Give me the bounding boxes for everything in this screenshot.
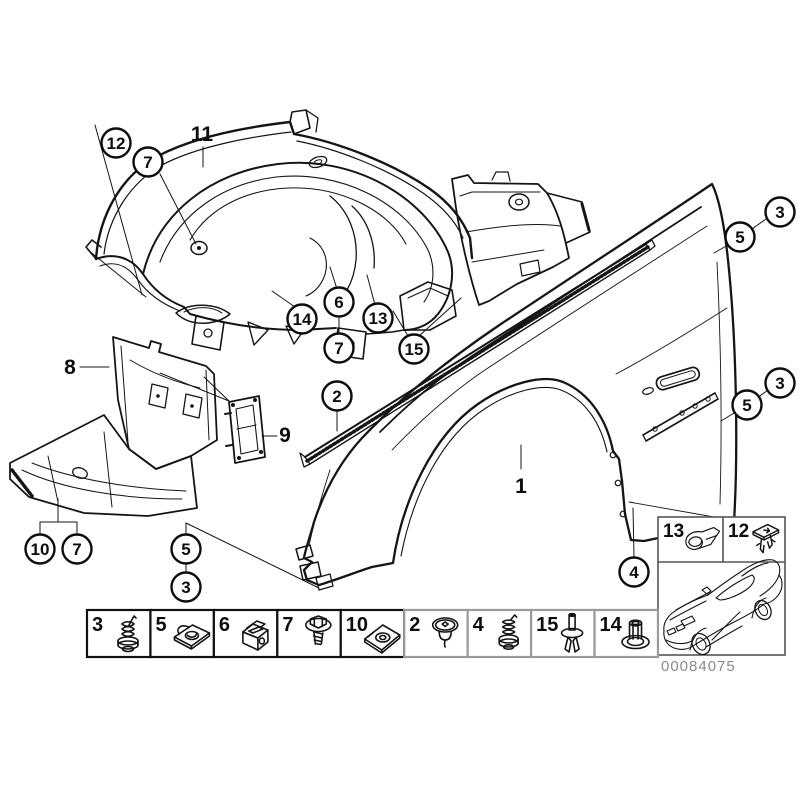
legend-number: 6 xyxy=(219,614,230,636)
legend-cell-4[interactable]: 4 xyxy=(466,608,533,659)
callout-number: 5 xyxy=(742,396,751,415)
callout-number: 9 xyxy=(279,424,291,447)
art-lower-cover xyxy=(9,336,218,517)
callout-7[interactable]: 7 xyxy=(61,533,93,565)
inset-number: 13 xyxy=(663,521,684,542)
image-id-code: 00084075 xyxy=(661,658,736,675)
callout-5[interactable]: 5 xyxy=(731,389,763,421)
callout-number: 10 xyxy=(31,540,50,559)
legend-number: 5 xyxy=(155,614,166,636)
callout-number: 5 xyxy=(735,228,744,247)
legend-cell-10[interactable]: 10 xyxy=(339,608,406,659)
callout-3[interactable]: 3 xyxy=(764,196,796,228)
inset-cell-13[interactable]: 13 xyxy=(663,521,721,551)
callout-2[interactable]: 2 xyxy=(321,380,353,412)
legend-number: 10 xyxy=(346,614,368,636)
callout-number: 3 xyxy=(775,203,784,222)
callout-number: 12 xyxy=(107,134,126,153)
callout-10[interactable]: 10 xyxy=(24,533,56,565)
art-leader-lines xyxy=(39,124,769,589)
art-access-panel xyxy=(224,395,266,464)
callout-number: 6 xyxy=(334,293,343,312)
callout-number: 1 xyxy=(515,475,527,498)
callout-number: 4 xyxy=(629,563,639,582)
callout-13[interactable]: 13 xyxy=(362,302,394,334)
legend-cell-14[interactable]: 14 xyxy=(593,608,660,659)
legend-number: 4 xyxy=(473,614,485,636)
car-thumbnail xyxy=(663,559,783,656)
legend-cell-3[interactable]: 3 xyxy=(85,608,152,659)
callout-7[interactable]: 7 xyxy=(132,146,164,178)
callout-number: 15 xyxy=(405,340,424,359)
callout-number: 8 xyxy=(64,356,76,379)
callout-7[interactable]: 7 xyxy=(323,332,355,364)
callout-number: 14 xyxy=(293,310,312,329)
legend-cell-6[interactable]: 6 xyxy=(212,608,279,659)
legend-number: 7 xyxy=(282,614,293,636)
legend-cell-5[interactable]: 5 xyxy=(149,608,215,659)
inset-number: 12 xyxy=(728,521,749,542)
callout-number: 2 xyxy=(332,387,341,406)
callout-3[interactable]: 3 xyxy=(764,367,796,399)
callout-6[interactable]: 6 xyxy=(323,286,355,318)
callout-number: 5 xyxy=(181,540,190,559)
callout-number: 11 xyxy=(191,123,214,146)
callout-14[interactable]: 14 xyxy=(286,303,318,335)
callout-5[interactable]: 5 xyxy=(170,533,202,565)
callout-number: 7 xyxy=(143,153,152,172)
callout-number: 3 xyxy=(775,374,784,393)
inset-clip-cells: 13 12 xyxy=(663,521,780,554)
art-fender xyxy=(295,182,738,591)
callout-9[interactable]: 9 xyxy=(279,424,291,447)
callout-15[interactable]: 15 xyxy=(398,333,430,365)
callout-number: 7 xyxy=(334,339,343,358)
legend-number: 15 xyxy=(536,614,558,636)
art-undercover xyxy=(451,171,591,306)
legend-cell-7[interactable]: 7 xyxy=(276,608,342,659)
legend-number: 3 xyxy=(92,614,103,636)
inset-cell-12[interactable]: 12 xyxy=(728,521,780,554)
callout-3[interactable]: 3 xyxy=(170,571,202,603)
callout-number: 3 xyxy=(181,578,190,597)
callout-5[interactable]: 5 xyxy=(724,221,756,253)
callout-4[interactable]: 4 xyxy=(618,556,650,588)
legend-number: 2 xyxy=(409,614,420,636)
callout-8[interactable]: 8 xyxy=(64,356,76,379)
fastener-legend: 3 5 6 7 10 2 4 15 14 xyxy=(85,608,660,659)
legend-cell-2[interactable]: 2 xyxy=(403,608,469,659)
callout-number: 7 xyxy=(72,540,81,559)
legend-number: 14 xyxy=(600,614,623,636)
callout-number: 13 xyxy=(369,309,388,328)
legend-cell-15[interactable]: 15 xyxy=(529,608,596,659)
callout-1[interactable]: 1 xyxy=(515,475,527,498)
art-wheel-arch-liner xyxy=(85,109,474,360)
callout-12[interactable]: 12 xyxy=(100,127,132,159)
callout-11[interactable]: 11 xyxy=(191,123,214,146)
